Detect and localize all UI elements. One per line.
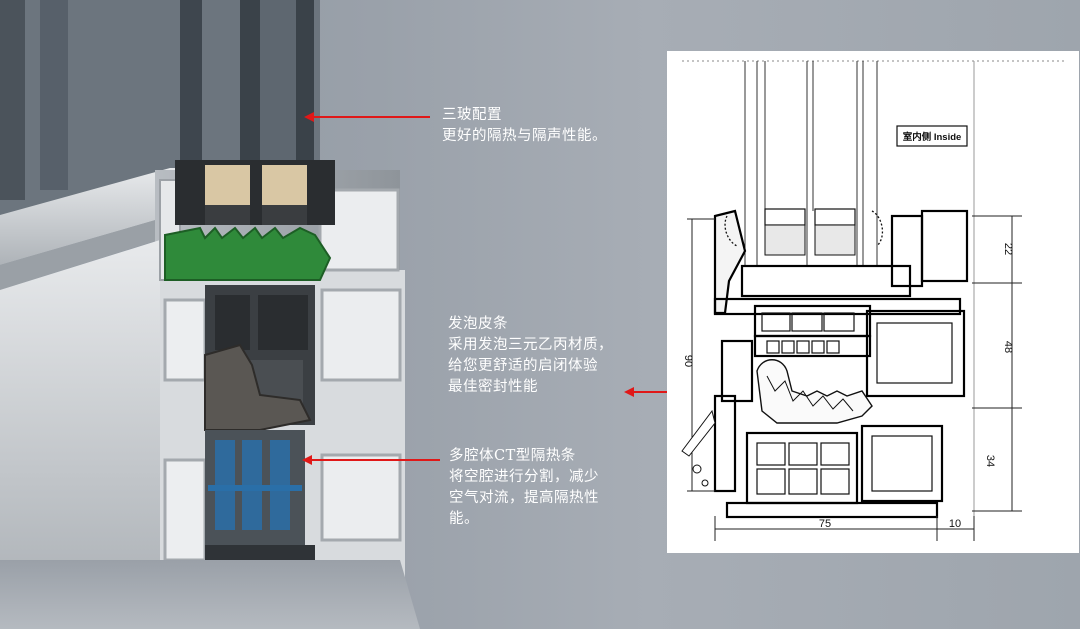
annotation-foam-title: 发泡皮条 (448, 316, 508, 332)
annotation-foam-line: 给您更舒适的启闭体验 (448, 358, 598, 374)
green-gasket (164, 226, 332, 281)
annotation-foam-line: 最佳密封性能 (448, 379, 538, 395)
drawing-chambers (756, 312, 953, 495)
technical-drawing: 室内侧 Inside (681, 60, 1067, 541)
glass-panes (0, 0, 320, 215)
drawing-dimensions (687, 215, 1022, 541)
annotation-ct-title: 多腔体CT型隔热条 (449, 448, 576, 464)
dim-90: 90 (682, 355, 694, 367)
triple-glazing-spacers (175, 160, 335, 225)
dim-48: 48 (1002, 341, 1014, 353)
annotation-foam-line: 采用发泡三元乙丙材质， (448, 337, 613, 353)
drawing-spacers (764, 208, 856, 256)
annotation-ct-line: 能。 (449, 511, 479, 527)
ct-insulation-bar (205, 430, 315, 565)
drawing-hardware-symbols (681, 409, 716, 487)
drawing-profile-outline (713, 209, 969, 519)
floor (0, 560, 420, 629)
dim-22: 22 (1002, 243, 1014, 255)
annotation-ct-line: 空气对流，提高隔热性 (449, 490, 599, 506)
dim-10: 10 (949, 518, 961, 530)
annotation-glass: 三玻配置 更好的隔热与隔声性能。 (442, 105, 607, 147)
annotation-glass-title: 三玻配置 (442, 107, 502, 123)
arrow-ct (302, 455, 440, 465)
arrow-glass (304, 112, 430, 122)
dim-75: 75 (819, 518, 831, 530)
frame-top-face (0, 168, 190, 265)
drawing-glass-lines (744, 61, 878, 266)
inside-label-box (896, 125, 968, 147)
technical-drawing-panel: 室内侧 Inside (667, 51, 1079, 553)
annotation-ct: 多腔体CT型隔热条 将空腔进行分割，减少 空气对流，提高隔热性 能。 (449, 446, 599, 530)
dim-34: 34 (984, 455, 996, 467)
annotation-glass-desc: 更好的隔热与隔声性能。 (442, 128, 607, 144)
inside-label: 室内侧 Inside (903, 131, 962, 143)
drawing-foam-gasket (756, 359, 873, 424)
annotation-foam: 发泡皮条 采用发泡三元乙丙材质， 给您更舒适的启闭体验 最佳密封性能 (448, 314, 613, 398)
annotation-ct-line: 将空腔进行分割，减少 (449, 469, 599, 485)
